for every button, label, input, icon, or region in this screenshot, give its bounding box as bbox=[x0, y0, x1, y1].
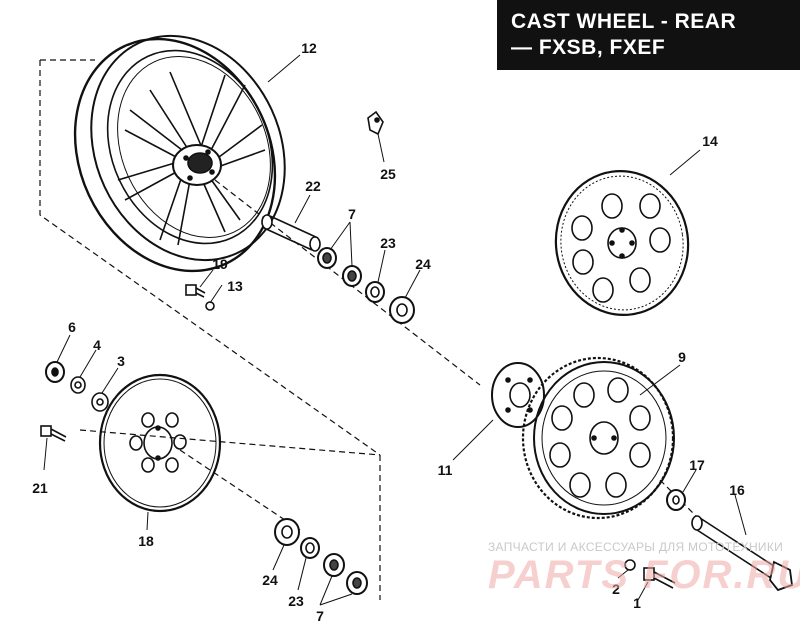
watermark-caption: ЗАПЧАСТИ И АКСЕССУАРЫ ДЛЯ МОТОТЕХНИКИ bbox=[488, 540, 784, 554]
callout-21: 21 bbox=[32, 480, 48, 496]
diagram-title-box: CAST WHEEL - REAR — FXSB, FXEF bbox=[497, 0, 800, 70]
washer-13 bbox=[205, 301, 215, 311]
washer-4 bbox=[70, 376, 86, 394]
callout-24-lower: 24 bbox=[262, 572, 278, 588]
callout-2: 2 bbox=[612, 581, 620, 597]
cast-wheel-12 bbox=[73, 34, 286, 273]
title-line-2: — FXSB, FXEF bbox=[511, 36, 666, 59]
sprocket-14 bbox=[554, 170, 690, 316]
spacer-23-lower bbox=[300, 537, 320, 559]
bolt-1 bbox=[643, 567, 676, 589]
callout-19: 19 bbox=[212, 256, 228, 272]
bearings-7-lower bbox=[323, 553, 368, 595]
callout-14: 14 bbox=[702, 133, 718, 149]
callout-9: 9 bbox=[678, 349, 686, 365]
screw-19 bbox=[185, 284, 206, 298]
callout-12: 12 bbox=[301, 40, 317, 56]
axle-16 bbox=[691, 515, 793, 592]
callout-17: 17 bbox=[689, 457, 705, 473]
callout-7-lower: 7 bbox=[316, 608, 324, 624]
callout-22: 22 bbox=[305, 178, 321, 194]
callout-18: 18 bbox=[138, 533, 154, 549]
pulley-9 bbox=[521, 356, 675, 520]
spacer-17 bbox=[666, 489, 686, 511]
watermark-brand: PARTS FOR.RU bbox=[488, 553, 800, 597]
clip-25 bbox=[367, 110, 384, 136]
callout-13: 13 bbox=[227, 278, 243, 294]
callout-23-upper: 23 bbox=[380, 235, 396, 251]
spacer-23-upper bbox=[365, 281, 385, 303]
callout-7-upper: 7 bbox=[348, 206, 356, 222]
seal-24-upper bbox=[389, 296, 415, 324]
callout-6: 6 bbox=[68, 319, 76, 335]
seal-24-lower bbox=[274, 518, 300, 546]
nut-6 bbox=[45, 361, 65, 383]
callout-25: 25 bbox=[380, 166, 396, 182]
washer-3 bbox=[91, 392, 109, 412]
washer-2 bbox=[624, 559, 636, 571]
callout-24-upper: 24 bbox=[415, 256, 431, 272]
adapter-11 bbox=[491, 362, 545, 428]
callout-16: 16 bbox=[729, 482, 745, 498]
callout-3: 3 bbox=[117, 353, 125, 369]
title-line-1: CAST WHEEL - REAR bbox=[511, 10, 737, 33]
brake-disc-18 bbox=[98, 373, 222, 513]
callout-1: 1 bbox=[633, 595, 641, 611]
bearings-7-upper bbox=[317, 247, 362, 287]
spacer-22 bbox=[261, 214, 321, 252]
callout-11: 11 bbox=[437, 462, 453, 478]
callout-4: 4 bbox=[93, 337, 101, 353]
callout-23-lower: 23 bbox=[288, 593, 304, 609]
bolt-21 bbox=[40, 425, 67, 442]
